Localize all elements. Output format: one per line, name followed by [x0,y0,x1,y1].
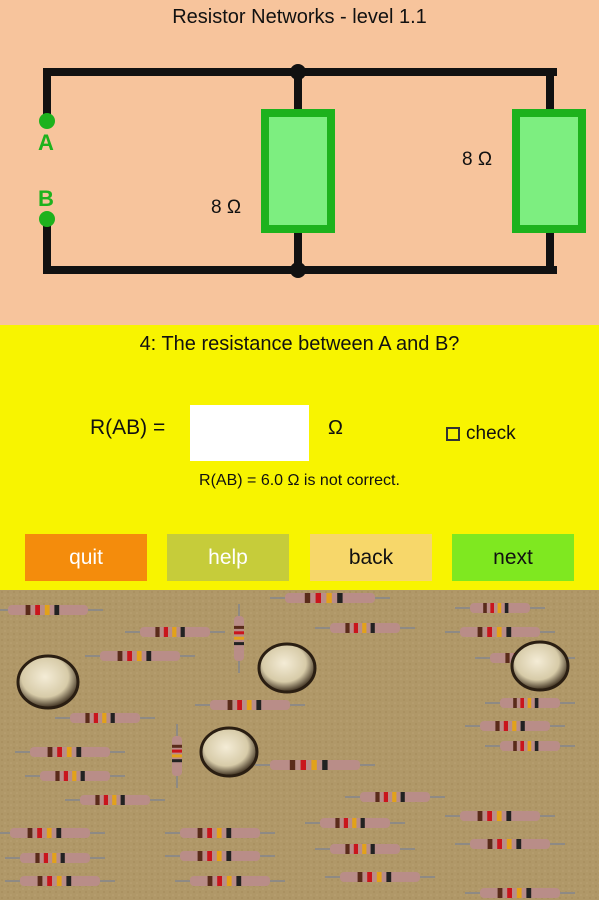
circuit-panel: Resistor Networks - level 1.1 A B 8 Ω 8 … [0,0,599,325]
resistor-1 [261,109,335,233]
resistor-1-value: 8 Ω [211,197,242,218]
help-button[interactable]: help [167,534,289,581]
back-button[interactable]: back [310,534,432,581]
question-text: 4: The resistance between A and B? [139,333,460,355]
capacitors [16,640,570,778]
feedback-text: R(AB) = 6.0 Ω is not correct. [199,472,400,489]
terminal-b-label: B [38,186,54,211]
terminal-a-label: A [38,130,54,155]
question-panel: 4: The resistance between A and B? R(AB)… [0,325,599,590]
terminal-b-dot [39,211,55,227]
checkbox-icon[interactable] [446,427,460,441]
check-label: check [466,423,516,444]
resistance-input[interactable] [190,405,309,461]
next-button[interactable]: next [452,534,574,581]
capacitor-4 [510,640,570,692]
capacitor-2 [257,642,317,694]
check-toggle[interactable]: check [446,423,516,445]
resistor-2-value: 8 Ω [462,149,493,170]
circuit-board-image [0,590,599,900]
resistor-2 [512,109,586,233]
rab-label: R(AB) = [90,416,166,439]
junction-top [290,64,306,80]
capacitor-1 [16,654,80,710]
terminal-a-dot [39,113,55,129]
quit-button[interactable]: quit [25,534,147,581]
circuit-diagram [39,64,586,278]
capacitor-3 [199,726,259,778]
circuit-board-photo [0,590,599,900]
resistor-photos [0,593,575,898]
ohm-unit: Ω [328,417,343,439]
junction-bottom [290,262,306,278]
page-title: Resistor Networks - level 1.1 [172,6,427,28]
